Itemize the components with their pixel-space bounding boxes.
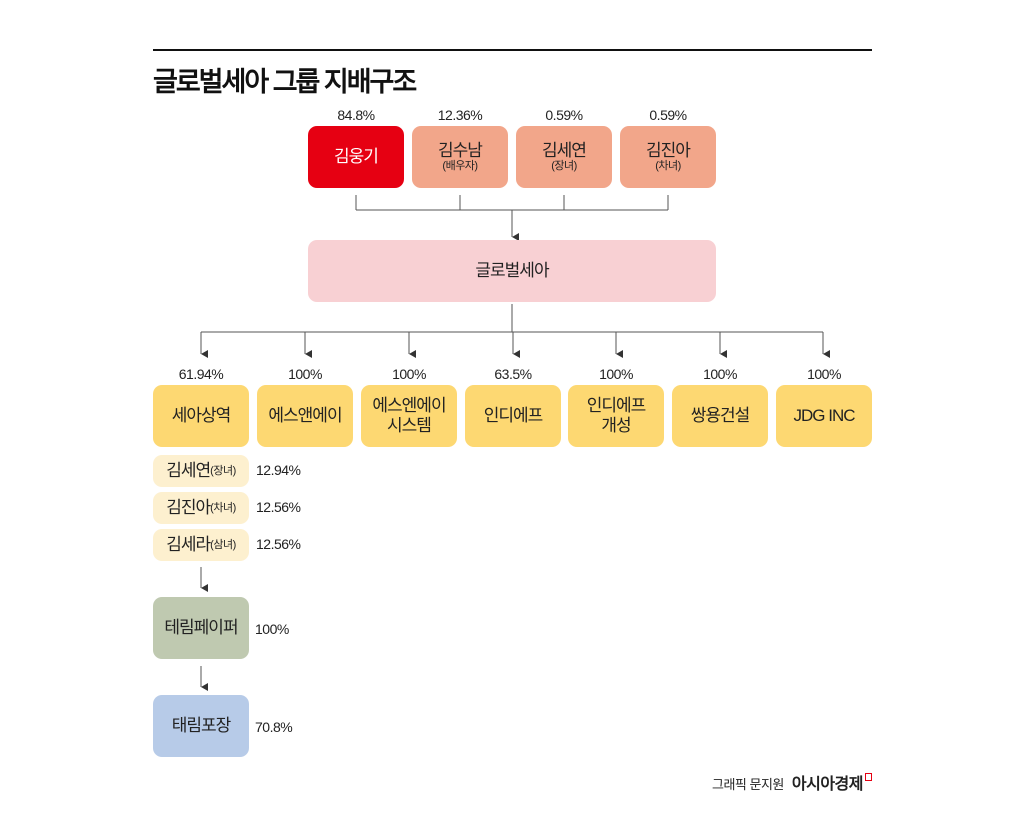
shareholder-name: 김웅기 — [334, 147, 379, 167]
family-holder-relation: (삼녀) — [210, 538, 236, 551]
shareholder-relation: (배우자) — [442, 160, 478, 173]
subsidiary-name: 태림포장 — [171, 716, 232, 736]
holding-company-box: 글로벌세아 — [308, 240, 716, 302]
diagram-title: 글로벌세아 그룹 지배구조 — [153, 67, 417, 97]
affiliate-name: 인디에프 — [586, 396, 647, 416]
family-holder-pct: 12.56% — [256, 499, 301, 515]
affiliate-pct: 63.5% — [494, 366, 532, 382]
affiliate-pct: 100% — [807, 366, 841, 382]
shareholder-name: 김진아 — [646, 140, 691, 160]
family-holder-relation: (장녀) — [210, 464, 236, 477]
family-holder-box: 김세라(삼녀) — [153, 529, 249, 561]
credit: 그래픽 문지원 아시아경제 — [712, 770, 872, 794]
affiliate-pct: 61.94% — [178, 366, 224, 382]
family-holder-box: 김진아(차녀) — [153, 492, 249, 524]
family-holder-name: 김세연 — [166, 461, 211, 481]
affiliate-name: 인디에프 — [483, 406, 544, 426]
shareholder-box: 김세연(장녀) — [516, 126, 612, 188]
subsidiary-pct: 70.8% — [255, 719, 293, 735]
subsidiary-box: 테림페이퍼 — [153, 597, 249, 659]
subsidiary-box: 태림포장 — [153, 695, 249, 757]
shareholder-pct: 84.8% — [337, 107, 375, 123]
affiliate-box: 에스앤에이 — [257, 385, 353, 447]
shareholder-connector — [355, 195, 669, 211]
shareholder-pct: 12.36% — [437, 107, 483, 123]
affiliate-name: 에스앤에이 — [268, 406, 342, 426]
shareholder-relation: (장녀) — [551, 160, 577, 173]
shareholder-box: 김수남(배우자) — [412, 126, 508, 188]
brand-mark-icon — [865, 773, 872, 781]
shareholder-pct: 0.59% — [545, 107, 583, 123]
affiliate-name: 개성 — [601, 416, 631, 435]
family-holder-name: 김진아 — [166, 498, 211, 518]
family-holder-relation: (차녀) — [210, 501, 236, 514]
affiliate-name: 쌍용건설 — [690, 406, 751, 426]
subsidiary-name: 테림페이퍼 — [164, 618, 238, 638]
family-holder-name: 김세라 — [166, 535, 211, 555]
affiliate-name: 에스엔에이 — [372, 396, 446, 416]
affiliate-box: 인디에프 — [465, 385, 561, 447]
shareholder-box: 김진아(차녀) — [620, 126, 716, 188]
affiliate-name: 시스템 — [387, 416, 432, 435]
affiliate-box: 세아상역 — [153, 385, 249, 447]
shareholder-name: 김수남 — [438, 140, 483, 160]
subsidiary-pct: 100% — [255, 621, 289, 637]
family-holder-box: 김세연(장녀) — [153, 455, 249, 487]
affiliate-pct: 100% — [392, 366, 426, 382]
top-rule — [153, 49, 872, 51]
family-holder-pct: 12.94% — [256, 462, 301, 478]
brand-logo: 아시아경제 — [791, 776, 864, 793]
shareholder-pct: 0.59% — [649, 107, 687, 123]
affiliate-pct: 100% — [288, 366, 322, 382]
family-holder-pct: 12.56% — [256, 536, 301, 552]
holding-company-name: 글로벌세아 — [475, 261, 549, 281]
shareholder-relation: (차녀) — [655, 160, 681, 173]
shareholder-name: 김세연 — [542, 140, 587, 160]
affiliate-name: 세아상역 — [171, 406, 232, 426]
affiliate-connector — [201, 304, 823, 333]
affiliate-pct: 100% — [599, 366, 633, 382]
shareholder-box: 김웅기 — [308, 126, 404, 188]
affiliate-box: JDG INC — [776, 385, 872, 447]
affiliate-box: 쌍용건설 — [672, 385, 768, 447]
affiliate-pct: 100% — [703, 366, 737, 382]
graphic-credit: 그래픽 문지원 — [712, 777, 784, 792]
affiliate-name: JDG INC — [793, 406, 856, 426]
